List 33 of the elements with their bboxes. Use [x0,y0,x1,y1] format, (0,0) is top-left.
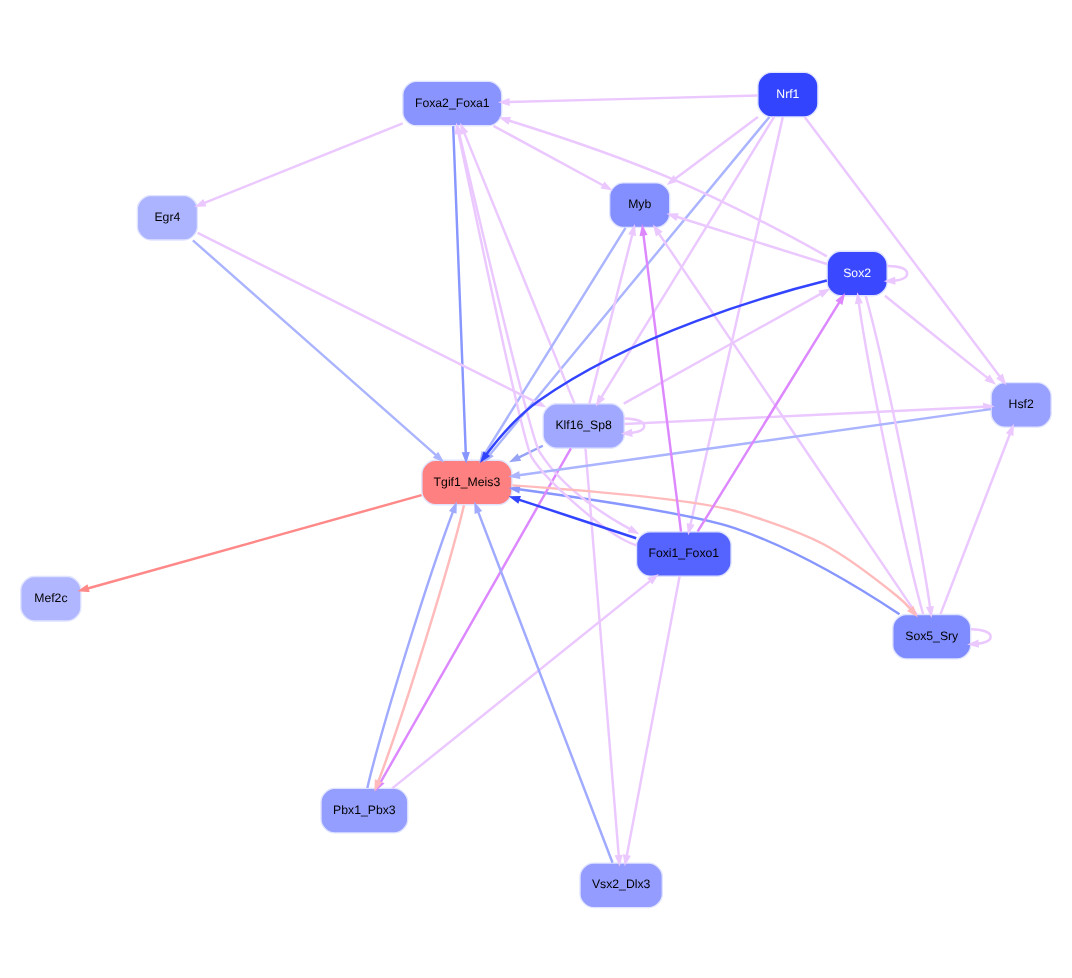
arrow [639,223,683,531]
arrow [595,115,776,406]
arrow [623,287,831,404]
arrow [498,115,828,257]
arrow [686,115,784,535]
arrow [77,492,422,592]
arrow [864,294,934,617]
arrow [194,121,404,207]
arrow [696,291,846,532]
arrow [854,291,925,614]
arrow [197,230,547,407]
arrow [492,123,613,190]
arrow [508,443,544,462]
arrow [883,263,909,284]
arrow [584,447,623,866]
arrow [884,293,997,384]
arrow [460,121,576,403]
arrow [803,115,1007,385]
arrow [451,125,470,463]
arrow [666,212,828,265]
arrow [967,627,992,647]
arrow [620,416,646,436]
arrow [622,574,681,866]
arrow [508,495,637,539]
arrow [192,238,445,462]
arrow [624,401,995,425]
arrow [939,422,1014,614]
arrow [508,406,992,479]
arrow [498,93,758,106]
arrow [391,573,659,789]
arrow [474,500,614,863]
arrow [588,223,636,403]
arrow [652,223,918,615]
